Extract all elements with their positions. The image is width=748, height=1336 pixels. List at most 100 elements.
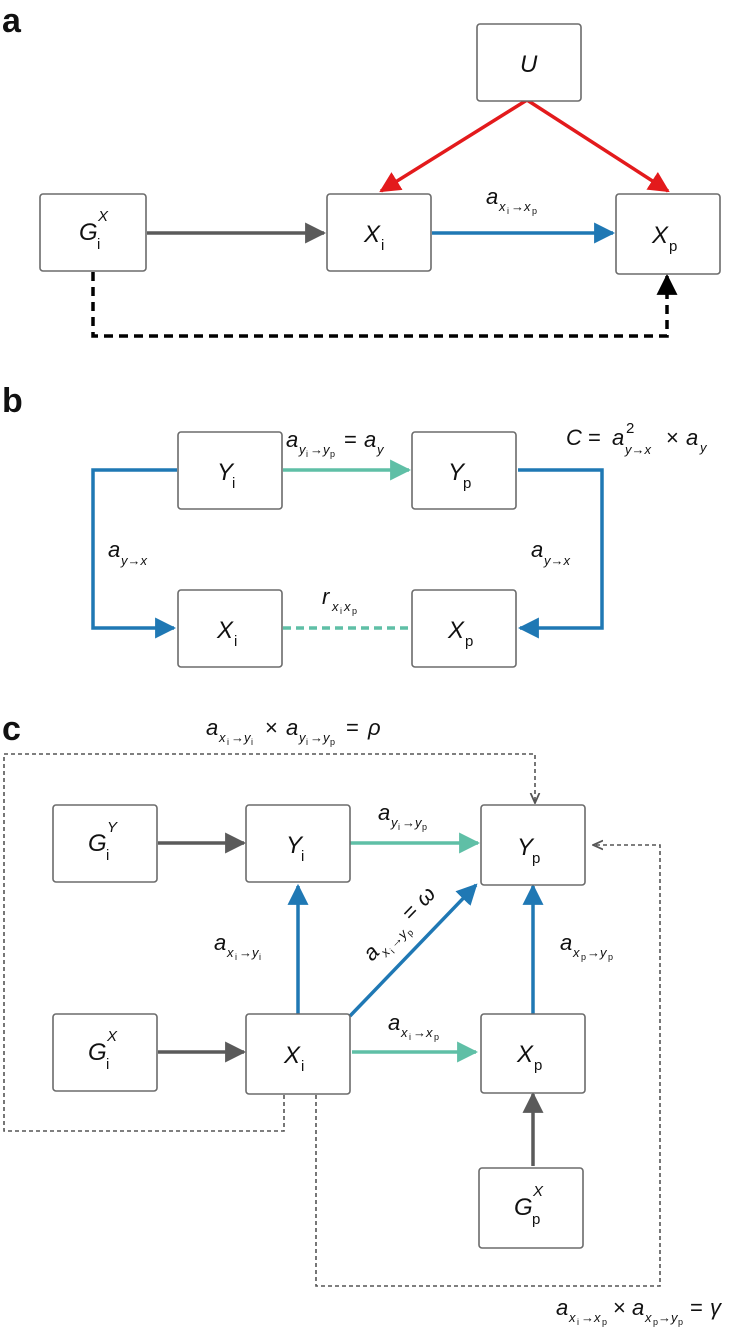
label-omega: a x i → y p = ω [358, 881, 441, 965]
svg-text:i: i [398, 822, 400, 832]
svg-text:p: p [653, 1317, 658, 1327]
node-x-i: X i [326, 193, 432, 272]
svg-text:G: G [88, 1039, 107, 1066]
svg-text:a: a [108, 537, 120, 562]
svg-text:p: p [608, 952, 613, 962]
svg-text:p: p [352, 606, 357, 616]
svg-text:a: a [486, 184, 498, 209]
formula-c: C = a 2 y→x × a y [566, 420, 708, 457]
svg-text:p: p [330, 737, 335, 747]
node-u: U [476, 23, 582, 102]
svg-text:X: X [447, 617, 465, 644]
svg-text:y: y [670, 1310, 679, 1325]
label-a-xi-yi: a x i → y i [214, 930, 261, 962]
svg-text:→: → [239, 945, 252, 960]
edge-yi-xi [91, 468, 177, 639]
svg-text:a: a [632, 1295, 644, 1320]
svg-text:a: a [214, 930, 226, 955]
panel-c: c a x i → y i × a y i → y p = ρ [2, 710, 723, 1327]
svg-text:y: y [414, 815, 423, 830]
svg-text:y→x: y→x [120, 553, 148, 568]
svg-text:i: i [409, 1032, 411, 1042]
svg-text:2: 2 [626, 420, 634, 437]
svg-text:x: x [331, 599, 339, 614]
label-a-xi-xp-c: a x i → x p [388, 1010, 439, 1042]
svg-text:Y: Y [286, 832, 304, 859]
svg-text:y: y [599, 945, 608, 960]
svg-text:i: i [106, 847, 109, 864]
svg-text:×: × [265, 715, 278, 740]
svg-text:i: i [235, 952, 237, 962]
node-x-p-b: X p [411, 589, 517, 668]
svg-text:×: × [666, 425, 679, 450]
svg-text:p: p [581, 952, 586, 962]
node-x-i-b: X i [177, 589, 283, 668]
node-x-p-c: X p [480, 1013, 586, 1094]
svg-text:X: X [106, 1028, 118, 1045]
node-y-i-b: Y i [177, 431, 283, 510]
svg-text:G: G [514, 1194, 533, 1221]
edge-u-xp [526, 98, 670, 193]
edge-xi-yp [348, 883, 478, 1018]
label-a-yx-left: a y→x [108, 537, 148, 568]
svg-text:p: p [678, 1317, 683, 1327]
svg-text:p: p [422, 822, 427, 832]
node-gx-i-var: G [79, 219, 98, 246]
node-x-i-c: X i [245, 1013, 351, 1095]
svg-text:i: i [388, 947, 397, 955]
path-gamma-dotted [315, 845, 661, 1287]
svg-text:×: × [613, 1295, 626, 1320]
svg-text:Y: Y [217, 459, 235, 486]
svg-text:→: → [511, 199, 524, 214]
svg-text:i: i [301, 848, 304, 865]
svg-text:→: → [413, 1025, 426, 1040]
node-x-p-sub: p [669, 238, 677, 255]
edge-gxi-xp-dashed [91, 272, 678, 338]
path-rho-dotted [3, 753, 535, 1132]
svg-text:y: y [699, 440, 708, 455]
svg-text:i: i [306, 449, 308, 459]
svg-text:γ: γ [710, 1295, 723, 1320]
node-gx-i-sup: X [97, 208, 109, 225]
node-gx-p-c: G p X [478, 1167, 584, 1249]
node-u-var: U [520, 51, 538, 78]
svg-text:X: X [216, 617, 234, 644]
svg-text:i: i [251, 737, 253, 747]
svg-text:→: → [581, 1310, 594, 1325]
svg-text:x: x [498, 199, 506, 214]
svg-text:=: = [588, 425, 601, 450]
svg-text:x: x [523, 199, 531, 214]
svg-text:x: x [400, 1025, 408, 1040]
label-a-yi-yp-b: a y i → y p = a y [286, 427, 385, 459]
svg-text:y: y [243, 730, 252, 745]
panel-c-letter: c [2, 710, 21, 748]
svg-text:→: → [231, 730, 244, 745]
svg-text:y→x: y→x [624, 442, 652, 457]
svg-text:a: a [286, 427, 298, 452]
svg-text:p: p [532, 1211, 540, 1228]
svg-text:=: = [690, 1295, 703, 1320]
svg-text:a: a [286, 715, 298, 740]
label-a-xp-yp: a x p → y p [560, 930, 613, 962]
node-x-i-var: X [363, 221, 381, 248]
svg-text:i: i [234, 633, 237, 650]
svg-text:G: G [88, 830, 107, 857]
svg-text:y: y [298, 442, 307, 457]
svg-text:y: y [322, 730, 331, 745]
svg-text:p: p [463, 475, 471, 492]
label-a-yx-right: a y→x [531, 537, 571, 568]
edge-yp-xp [517, 468, 604, 639]
svg-text:ω: ω [410, 881, 440, 911]
label-a-xi-xp: a x i → x p [486, 184, 537, 216]
svg-text:ρ: ρ [367, 715, 381, 740]
svg-text:x: x [226, 945, 234, 960]
panel-a-letter: a [2, 2, 22, 40]
svg-text:→: → [310, 442, 323, 457]
svg-text:p: p [330, 449, 335, 459]
svg-text:i: i [232, 475, 235, 492]
svg-text:x: x [644, 1310, 652, 1325]
node-x-i-sub: i [381, 237, 384, 254]
node-y-p-b: Y p [411, 431, 517, 510]
svg-text:=: = [346, 715, 359, 740]
